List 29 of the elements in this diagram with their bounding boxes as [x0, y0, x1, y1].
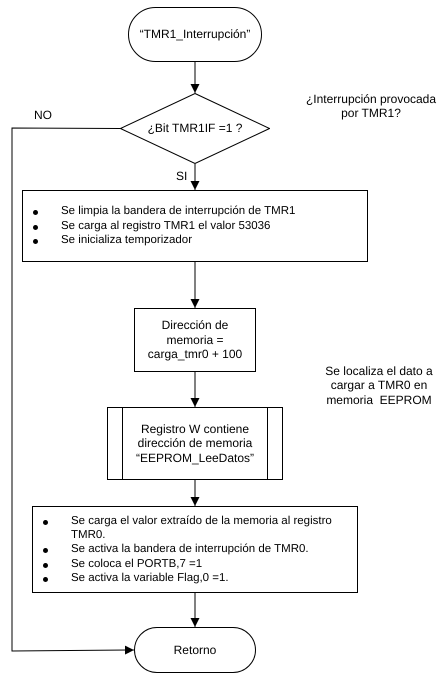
bullet-item: Se carga el valor extraído de la memoria al registro TMR0.	[41, 514, 353, 542]
terminal-shape	[134, 627, 256, 673]
bullet-item: Se inicializa temporizador	[31, 233, 363, 248]
arrow	[190, 372, 200, 408]
arrow	[190, 480, 200, 506]
edge-label: NO	[32, 108, 54, 122]
subroutine-box	[107, 407, 283, 480]
node-text: Dirección de memoria = carga_tmr0 + 100	[146, 318, 244, 362]
process-box	[134, 308, 256, 372]
decision-diamond	[120, 93, 270, 164]
process-box	[22, 190, 368, 262]
process-box	[32, 506, 358, 593]
node-text: Retorno	[172, 642, 218, 658]
annotation-text: ¿Interrupción provocada por TMR1?	[304, 92, 438, 121]
node-text: ¿Bit TMR1IF =1 ?	[146, 121, 244, 136]
arrow	[190, 164, 200, 190]
bullet-item: Se carga al registro TMR1 el valor 53036	[31, 218, 363, 234]
arrow	[12, 128, 134, 655]
bullet-item: Se coloca el PORTB,7 =1	[41, 556, 353, 572]
arrow	[190, 262, 200, 308]
node-text: Registro W contiene dirección de memoria “EEPROM_LeeDatos”	[134, 422, 256, 466]
edge-label: SI	[174, 169, 190, 183]
annotation-text: Se localiza el dato a cargar a TMR0 en memoria EEPROM	[324, 364, 434, 408]
node-text: “TMR1_Interrupción”	[138, 27, 252, 42]
bullet-item: Se activa la variable Flag,0 =1.	[41, 571, 353, 586]
arrow	[190, 592, 200, 628]
bullet-item: Se activa la bandera de interrupción de TMR0.	[41, 542, 353, 557]
arrow	[190, 62, 200, 94]
bullet-item: Se limpia la bandera de interrupción de TMR1	[31, 204, 363, 219]
